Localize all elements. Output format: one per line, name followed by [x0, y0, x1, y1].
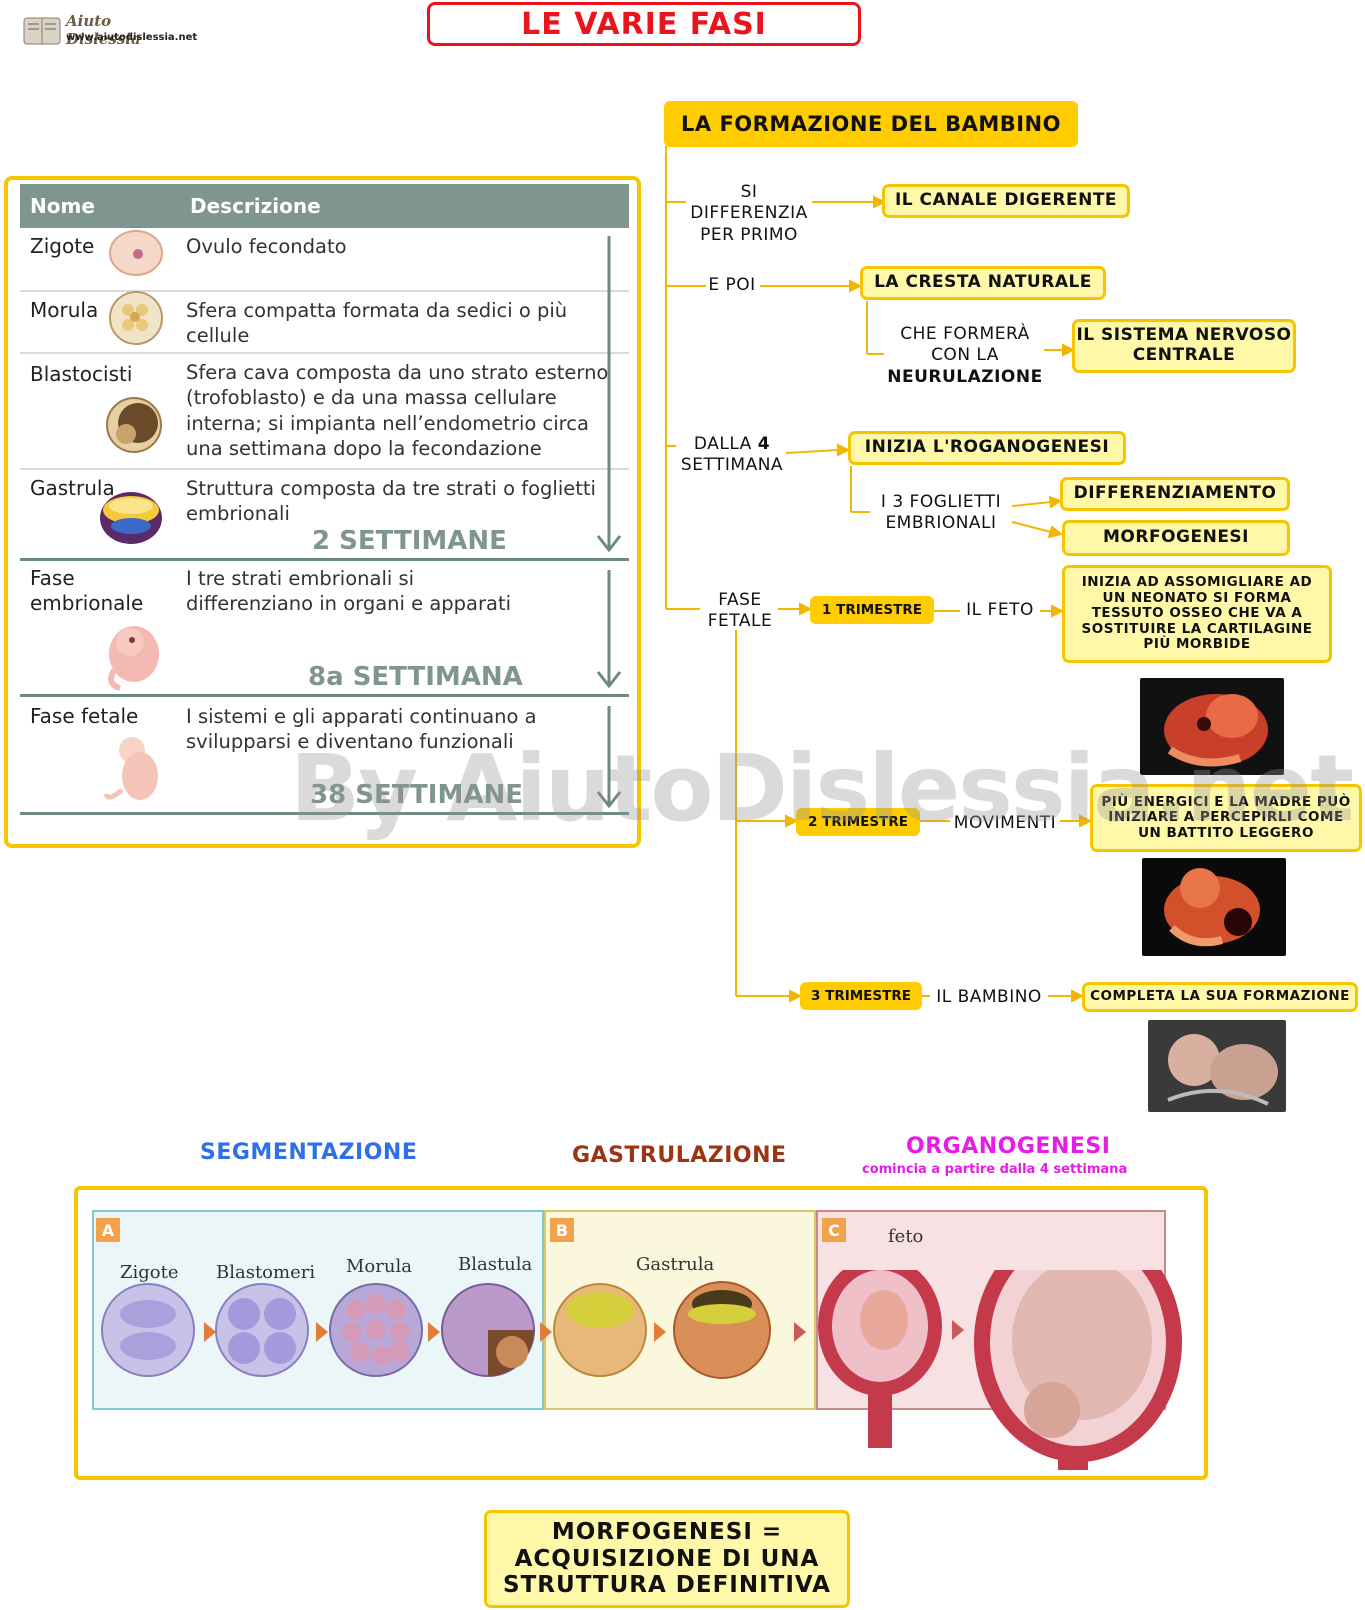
node-canale-digerente: IL CANALE DIGERENTE: [882, 184, 1130, 218]
label-feto: feto: [888, 1226, 924, 1247]
row-desc-embrionale: I tre strati embrionali si differenziano…: [186, 567, 512, 616]
header-descrizione: Descrizione: [190, 194, 321, 218]
row-divider: [20, 468, 629, 470]
branch3-label-a: DALLA: [693, 434, 752, 454]
phase-divider: [20, 812, 629, 815]
blastocyst-image: [106, 397, 162, 453]
organogenesi-title: ORGANOGENESI: [906, 1134, 1111, 1159]
row-desc-blastocisti: Sfera cava composta da uno strato estern…: [186, 361, 609, 461]
row-name-morula: Morula: [30, 298, 99, 322]
organogenesi-note: comincia a partire dalla 4 settimana: [862, 1162, 1128, 1177]
row-name-blastocisti: Blastocisti: [30, 362, 133, 386]
page-title: LE VARIE FASI: [427, 2, 861, 46]
branch2-label: E POI: [708, 275, 756, 295]
branch3-label-num: 4: [757, 434, 771, 454]
branch3-sub-label: I 3 FOGLIETTI EMBRIONALI: [880, 492, 1002, 534]
node-differenziamento: DIFFERENZIAMENTO: [1060, 477, 1290, 511]
branch4-label: FASE FETALE: [707, 590, 773, 632]
branch2-sub-label-text: CHE FORMERÀ CON LA: [900, 324, 1030, 366]
fetus-photo-1: [1140, 678, 1284, 775]
development-illustrations: [101, 1270, 1182, 1470]
logo: Aiuto Dislessia www.aiutodislessia.net: [22, 10, 197, 50]
node-trim2-detail: PIÙ ENERGICI E LA MADRE PUÒ INIZIARE A P…: [1090, 784, 1362, 852]
table-header: Nome Descrizione: [20, 184, 629, 228]
row-desc-morula: Sfera compatta formata da sedici o più c…: [186, 299, 568, 348]
row-desc-zigote: Ovulo fecondato: [186, 235, 347, 258]
morula-cell-image: [109, 291, 163, 345]
label-blastomeri: Blastomeri: [216, 1262, 316, 1283]
zigote-cell-image: [109, 230, 163, 276]
timeline-arrows: [596, 236, 622, 809]
panel-a-letter: A: [96, 1218, 120, 1242]
label-zigote: Zigote: [120, 1262, 179, 1283]
node-sistema-nervoso: IL SISTEMA NERVOSO CENTRALE: [1072, 319, 1296, 373]
gastrulazione-title: GASTRULAZIONE: [572, 1143, 787, 1168]
row-divider: [20, 290, 629, 292]
embryo-image: [108, 626, 159, 691]
node-trim1-detail: INIZIA AD ASSOMIGLIARE AD UN NEONATO SI …: [1062, 565, 1332, 663]
development-panel: [74, 1186, 1208, 1480]
trimester-1-badge: 1 TRIMESTRE: [810, 596, 934, 624]
header-nome: Nome: [30, 194, 95, 218]
branch1-label: SI DIFFERENZIA PER PRIMO: [690, 182, 808, 245]
logo-url: www.aiutodislessia.net: [66, 32, 198, 43]
logo-title: Aiuto Dislessia: [66, 12, 141, 48]
row-divider: [20, 352, 629, 354]
label-gastrula: Gastrula: [636, 1254, 715, 1275]
weeks-label-2: 2 SETTIMANE: [312, 526, 507, 556]
branch2-sub-label: CHE FORMERÀ CON LA NEURULAZIONE: [880, 324, 1050, 388]
root-node: LA FORMAZIONE DEL BAMBINO: [664, 101, 1078, 147]
phase-divider: [20, 558, 629, 561]
node-morfogenesi: MORFOGENESI: [1062, 520, 1290, 556]
row-name-fetale: Fase fetale: [30, 704, 139, 728]
row-name-embrionale: Fase embrionale: [30, 566, 144, 615]
branch2-sub-label-bold: NEURULAZIONE: [887, 366, 1043, 387]
branch3-label: DALLA 4 SETTIMANA: [672, 434, 792, 477]
segmentazione-title: SEGMENTAZIONE: [200, 1140, 418, 1165]
weeks-label-38: 38 SETTIMANE: [310, 780, 523, 810]
row-name-zigote: Zigote: [30, 234, 95, 258]
branch3-label-b: SETTIMANA: [680, 455, 784, 476]
footer-definition: MORFOGENESI = ACQUISIZIONE DI UNA STRUTT…: [484, 1510, 850, 1608]
trim1-label: IL FETO: [966, 600, 1034, 620]
fetus-image: [103, 737, 158, 800]
panel-c-letter: C: [822, 1218, 846, 1242]
node-cresta-naturale: LA CRESTA NATURALE: [860, 266, 1106, 300]
phases-table: Nome Descrizione Zigote Ovulo fecondato …: [4, 176, 641, 848]
trimester-3-badge: 3 TRIMESTRE: [800, 982, 922, 1010]
trim2-label: MOVIMENTI: [953, 813, 1057, 833]
gastrula-image: [100, 492, 162, 544]
label-morula: Morula: [346, 1256, 412, 1277]
row-desc-fetale: I sistemi e gli apparati continuano a sv…: [186, 705, 537, 754]
node-trim3-detail: COMPLETA LA SUA FORMAZIONE: [1082, 982, 1358, 1012]
baby-photo-3: [1148, 1020, 1286, 1112]
row-desc-gastrula: Struttura composta da tre strati o fogli…: [186, 477, 596, 526]
trimester-2-badge: 2 TRIMESTRE: [796, 808, 920, 836]
weeks-label-8: 8a SETTIMANA: [308, 662, 523, 692]
panel-b-letter: B: [550, 1218, 574, 1242]
phase-divider: [20, 694, 629, 697]
concept-map-connectors: [665, 146, 1093, 1003]
fetus-photo-2: [1142, 858, 1286, 956]
book-icon: [23, 17, 61, 45]
trim3-label: IL BAMBINO: [936, 987, 1042, 1007]
row-name-gastrula: Gastrula: [30, 476, 115, 500]
watermark: By AiutoDislessia.net: [290, 735, 1354, 842]
node-organogenesi: INIZIA L'ROGANOGENESI: [848, 431, 1126, 465]
label-blastula: Blastula: [458, 1254, 533, 1275]
